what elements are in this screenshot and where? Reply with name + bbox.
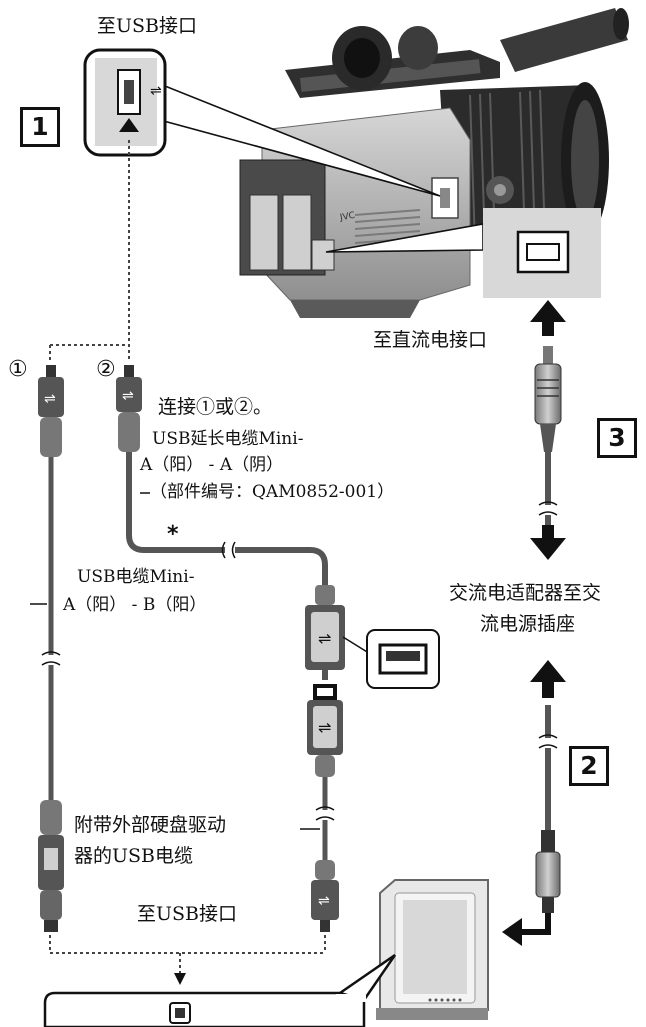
external-hard-drive — [376, 879, 489, 1020]
svg-text:⇌: ⇌ — [318, 718, 331, 737]
dc-port-label: 至直流电接口 — [373, 329, 488, 351]
option-1-marker: ① — [8, 357, 28, 382]
dotted-connector-lines — [49, 140, 326, 975]
extension-cable-label-line1: USB延长电缆Mini- — [152, 429, 304, 449]
ac-adapter-label-line2: 流电源插座 — [480, 613, 576, 635]
usb-extension-cable-option2: ⇌ ⇌ — [116, 365, 345, 680]
ac-adapter-cable — [502, 300, 566, 946]
svg-text:⇌: ⇌ — [318, 629, 331, 648]
svg-text:⇌: ⇌ — [122, 388, 134, 404]
hdd-usb-cable: ⇌ ⇌ — [307, 684, 343, 932]
connect-choice-label: 连接①或②。 — [158, 396, 273, 418]
usb-cable-label-line1: USB电缆Mini- — [77, 567, 195, 587]
extension-cable-label-line3: （部件编号：QAM0852-001） — [150, 482, 395, 502]
down-arrow-to-hdd-port — [174, 973, 186, 985]
asterisk-marker: * — [167, 522, 179, 547]
usb-cable-label-line2: A（阳） - B（阳） — [63, 595, 207, 615]
hdd-cable-label-line1: 附带外部硬盘驱动 — [74, 814, 227, 836]
step-1-box: 1 — [20, 107, 60, 147]
svg-text:⇌: ⇌ — [44, 391, 56, 407]
extension-cable-label-line2: A（阳） - A（阴） — [140, 455, 284, 475]
dc-port-inset — [483, 208, 601, 298]
hdd-cable-label-line2: 器的USB电缆 — [74, 845, 193, 867]
usb-cable-option1: ⇌ — [38, 365, 64, 932]
step-2-box: 2 — [569, 746, 609, 786]
usb-port-inset: ⇌ — [83, 48, 167, 157]
svg-text:⇌: ⇌ — [150, 83, 162, 99]
usb-port-label-top: 至USB接口 — [97, 15, 197, 37]
ac-adapter-label-line1: 交流电适配器至交 — [449, 582, 602, 604]
usb-port-label-bottom: 至USB接口 — [137, 903, 237, 925]
svg-text:⇌: ⇌ — [318, 893, 330, 909]
hdd-usb-port-bubble — [43, 953, 397, 1027]
option-2-marker: ② — [96, 357, 116, 382]
usb-a-port-inset — [366, 629, 440, 689]
step-3-box: 3 — [597, 418, 637, 458]
